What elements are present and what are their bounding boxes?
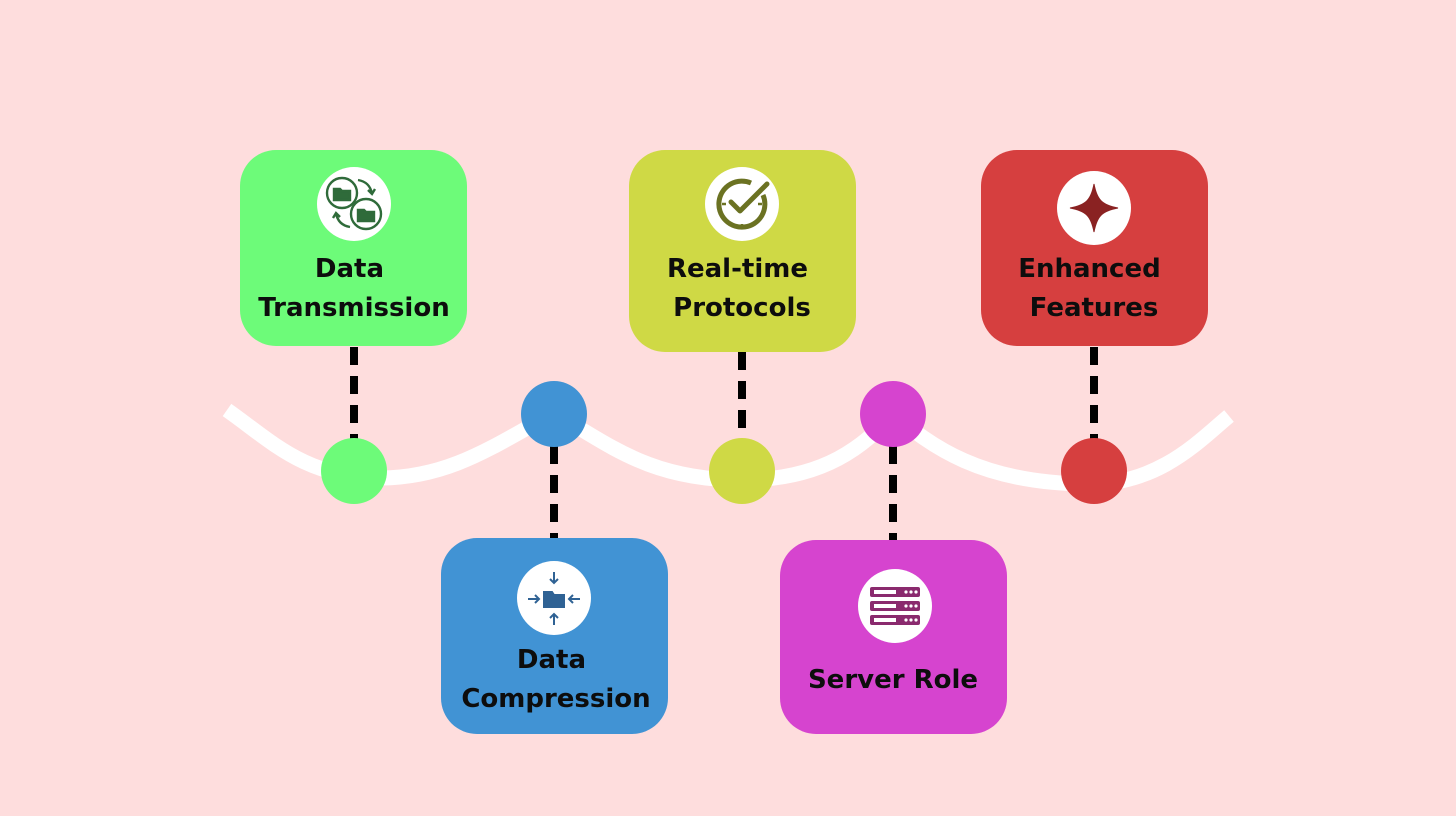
card-label-line: Data	[315, 254, 384, 284]
card-server-role: Server Role	[780, 540, 1007, 734]
card-label-line: Features	[1030, 293, 1159, 323]
node-data-transmission	[321, 438, 387, 504]
sparkle-icon	[1069, 183, 1119, 233]
compress-folder-icon	[528, 572, 580, 625]
svg-text:Data Compression: Data Compression	[461, 645, 650, 714]
node-data-compression	[521, 381, 587, 447]
card-data-transmission: Data Transmission	[240, 150, 467, 346]
node-enhanced-features	[1061, 438, 1127, 504]
folder-sync-icon	[325, 176, 383, 231]
card-bg-data-transmission	[240, 150, 467, 346]
node-real-time-protocols	[709, 438, 775, 504]
card-bg-real-time-protocols	[629, 150, 856, 352]
card-label-line: Compression	[461, 684, 650, 714]
card-label-line: Enhanced	[1018, 254, 1161, 284]
card-label-line: Protocols	[673, 293, 811, 323]
card-bg-data-compression	[441, 538, 668, 734]
card-label-line: Server Role	[808, 665, 978, 695]
icon-badge	[705, 167, 779, 241]
server-icon	[870, 587, 920, 625]
node-server-role	[860, 381, 926, 447]
card-real-time-protocols: Real-time Protocols	[629, 150, 856, 352]
svg-text:Real-time Protocols: Real-time Protocols	[667, 254, 817, 323]
svg-text:Enhanced Features: Enhanced Features	[1018, 254, 1170, 323]
card-label-line: Data	[517, 645, 586, 675]
card-data-compression: Data Compression	[441, 538, 668, 734]
card-label-line: Real-time	[667, 254, 808, 284]
card-enhanced-features: Enhanced Features	[981, 150, 1208, 346]
card-bg-enhanced-features	[981, 150, 1208, 346]
clock-check-icon	[716, 178, 770, 230]
card-label-line: Transmission	[258, 293, 449, 323]
svg-text:Server Role: Server Role	[808, 665, 978, 695]
svg-text:Data Transmission: Data Transmission	[258, 254, 449, 323]
